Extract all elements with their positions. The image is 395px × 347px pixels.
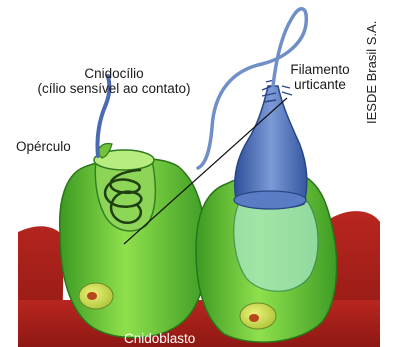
- left-nucleolus: [87, 292, 97, 300]
- right-cnidocil-base: [235, 86, 307, 208]
- cnidoblast-label: Cnidoblasto: [124, 331, 195, 346]
- cnidocil-label-line2: (cílio sensível ao contato): [4, 81, 224, 96]
- image-credit: IESDE Brasil S.A.: [364, 21, 379, 124]
- right-capsule: [234, 200, 318, 291]
- cnidocil-label-line1: Cnidocílio: [4, 66, 224, 81]
- cnidocil-label: Cnidocílio (cílio sensível ao contato): [4, 66, 224, 96]
- right-cnidocil-rim: [234, 191, 306, 209]
- filament-label-line2: urticante: [285, 77, 355, 92]
- filament-label-line1: Filamento: [285, 62, 355, 77]
- operculum-label: Opérculo: [16, 139, 71, 154]
- filament-label: Filamento urticante: [285, 62, 355, 92]
- right-nucleolus: [249, 314, 259, 322]
